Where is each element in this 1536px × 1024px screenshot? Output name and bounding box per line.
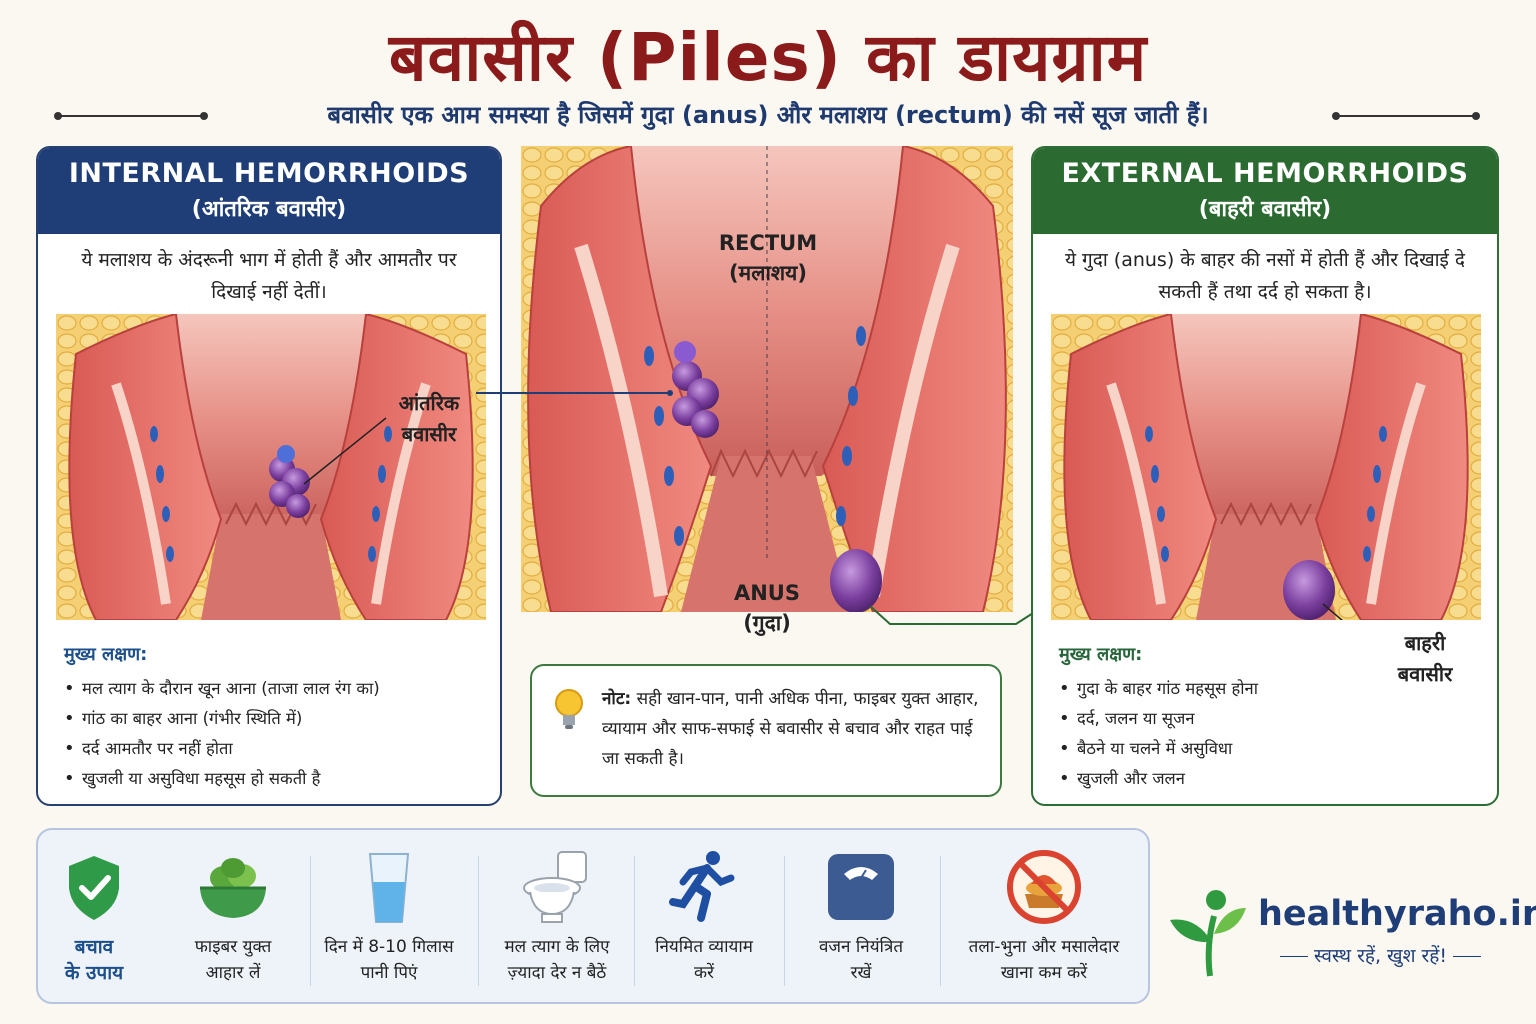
external-symptoms: मुख्य लक्षण: गुदा के बाहर गांठ महसूस होन… xyxy=(1059,642,1481,794)
list-item: दर्द आमतौर पर नहीं होता xyxy=(64,734,484,764)
tip-label-line1: फाइबर युक्त xyxy=(194,937,272,957)
external-hemorrhoids-panel: EXTERNAL HEMORRHOIDS (बाहरी बवासीर) ये ग… xyxy=(1031,146,1499,806)
external-callout-line xyxy=(1322,603,1343,620)
center-external-hemorrhoid xyxy=(830,549,882,612)
brand-name: healthyraho.in xyxy=(1258,894,1536,934)
tip-exercise: नियमित व्यायाम करें xyxy=(638,830,770,1002)
center-anatomy-illustration xyxy=(521,146,1013,612)
external-symptoms-heading: मुख्य लक्षण: xyxy=(1059,644,1143,665)
external-hemorrhoid xyxy=(1283,560,1335,620)
external-description: ये गुदा (anus) के बाहर की नसों में होती … xyxy=(1064,249,1465,303)
tip-label-line2: रखें xyxy=(850,963,872,983)
list-item: बैठने या चलने में असुविधा xyxy=(1059,734,1481,764)
tip-label-line2: पानी पिएं xyxy=(360,963,418,983)
external-callout-line1: बाहरी xyxy=(1404,631,1446,655)
list-item: दर्द, जलन या सूजन xyxy=(1059,704,1481,734)
tip-label-line1: वजन नियंत्रित xyxy=(818,937,904,957)
internal-symptoms-heading: मुख्य लक्षण: xyxy=(64,644,148,665)
note-label: नोट: xyxy=(602,689,632,709)
prevention-bar: बचाव के उपाय फाइबर युक्त आहार लें दिन मे… xyxy=(36,828,1150,1004)
prevention-heading-line2: के उपाय xyxy=(64,962,124,984)
note-text: नोट: सही खान-पान, पानी अधिक पीना, फाइबर … xyxy=(602,684,986,774)
tip-label-line2: करें xyxy=(693,963,714,983)
page-subtitle: बवासीर एक आम समस्या है जिसमें गुदा (anus… xyxy=(327,101,1209,129)
list-item: गांठ का बाहर आना (गंभीर स्थिति में) xyxy=(64,704,484,734)
internal-description: ये मलाशय के अंदरूनी भाग में होती हैं और … xyxy=(81,249,457,303)
internal-anatomy-illustration xyxy=(56,314,486,620)
water-glass-icon xyxy=(368,853,410,923)
external-anatomy-illustration xyxy=(1051,314,1481,620)
external-panel-header: EXTERNAL HEMORRHOIDS (बाहरी बवासीर) xyxy=(1033,148,1497,234)
divider xyxy=(634,856,635,986)
salad-bowl-icon xyxy=(200,858,266,918)
weighing-scale-icon xyxy=(828,854,894,920)
toilet-icon xyxy=(523,851,587,923)
tip-toilet-time: मल त्याग के लिए ज़्यादा देर न बैठें xyxy=(482,830,632,1002)
internal-callout-line xyxy=(303,417,387,485)
shield-check-icon xyxy=(69,856,119,920)
left-divider xyxy=(54,112,208,120)
anus-label: ANUS (गुदा) xyxy=(716,578,818,638)
brand-tagline: स्वस्थ रहें, खुश रहें! xyxy=(1313,945,1448,967)
tip-label-line1: तला-भुना और मसालेदार xyxy=(968,937,1120,957)
internal-panel-title: INTERNAL HEMORRHOIDS xyxy=(68,158,470,189)
right-divider xyxy=(1332,112,1480,120)
anus-label-en: ANUS xyxy=(733,581,800,605)
internal-panel-header: INTERNAL HEMORRHOIDS (आंतरिक बवासीर) xyxy=(38,148,500,234)
leaf-person-logo-icon xyxy=(1170,890,1246,977)
tip-label-line2: खाना कम करें xyxy=(1000,963,1088,983)
note-box: नोट: सही खान-पान, पानी अधिक पीना, फाइबर … xyxy=(530,664,1002,797)
internal-panel-subtitle: (आंतरिक बवासीर) xyxy=(191,197,347,222)
anus-label-hi: (गुदा) xyxy=(743,611,791,635)
divider xyxy=(310,856,311,986)
internal-symptoms-list: मल त्याग के दौरान खून आना (ताजा लाल रंग … xyxy=(64,674,484,794)
rectum-label: RECTUM (मलाशय) xyxy=(708,228,828,288)
no-fried-food-icon xyxy=(1007,850,1081,924)
list-item: मल त्याग के दौरान खून आना (ताजा लाल रंग … xyxy=(64,674,484,704)
internal-hemorrhoid-cluster xyxy=(269,445,310,518)
external-panel-title: EXTERNAL HEMORRHOIDS xyxy=(1061,158,1469,189)
divider xyxy=(784,856,785,986)
internal-hemorrhoids-panel: INTERNAL HEMORRHOIDS (आंतरिक बवासीर) ये … xyxy=(36,146,502,806)
tip-label-line2: ज़्यादा देर न बैठें xyxy=(507,963,607,983)
prevention-heading: बचाव के उपाय xyxy=(38,830,150,1002)
rectum-label-en: RECTUM xyxy=(718,231,818,255)
tip-label-line1: नियमित व्यायाम xyxy=(655,937,753,957)
rectum-label-hi: (मलाशय) xyxy=(729,261,807,285)
internal-symptoms: मुख्य लक्षण: मल त्याग के दौरान खून आना (… xyxy=(64,642,484,794)
tip-label-line1: दिन में 8-10 गिलास xyxy=(324,937,454,957)
tip-drink-water: दिन में 8-10 गिलास पानी पिएं xyxy=(314,830,464,1002)
running-person-icon xyxy=(669,851,735,922)
prevention-heading-line1: बचाव xyxy=(74,936,114,958)
brand-tagline-row: स्वस्थ रहें, खुश रहें! xyxy=(1258,942,1503,968)
tip-fiber-diet: फाइबर युक्त आहार लें xyxy=(158,830,308,1002)
subtitle-row: बवासीर एक आम समस्या है जिसमें गुदा (anus… xyxy=(0,96,1536,136)
internal-callout-label: आंतरिक बवासीर xyxy=(384,388,474,450)
divider xyxy=(478,856,479,986)
internal-callout-line1: आंतरिक xyxy=(398,391,460,415)
tip-label-line1: मल त्याग के लिए xyxy=(504,937,610,957)
list-item: खुजली और जलन xyxy=(1059,764,1481,794)
center-internal-hemorrhoid xyxy=(672,341,719,438)
healthyraho-logo: healthyraho.in स्वस्थ रहें, खुश रहें! xyxy=(1166,886,1536,986)
external-panel-subtitle: (बाहरी बवासीर) xyxy=(1198,197,1332,222)
internal-callout-line2: बवासीर xyxy=(401,422,457,446)
external-symptoms-list: गुदा के बाहर गांठ महसूस होना दर्द, जलन य… xyxy=(1059,674,1481,794)
list-item: गुदा के बाहर गांठ महसूस होना xyxy=(1059,674,1481,704)
tip-avoid-fried-food: तला-भुना और मसालेदार खाना कम करें xyxy=(944,830,1144,1002)
lightbulb-icon xyxy=(555,689,583,729)
page-title: बवासीर (Piles) का डायग्राम xyxy=(388,19,1148,96)
tip-label-line2: आहार लें xyxy=(205,963,261,983)
tip-weight-control: वजन नियंत्रित रखें xyxy=(788,830,934,1002)
divider xyxy=(940,856,941,986)
list-item: खुजली या असुविधा महसूस हो सकती है xyxy=(64,764,484,794)
note-body: सही खान-पान, पानी अधिक पीना, फाइबर युक्त… xyxy=(602,689,979,769)
